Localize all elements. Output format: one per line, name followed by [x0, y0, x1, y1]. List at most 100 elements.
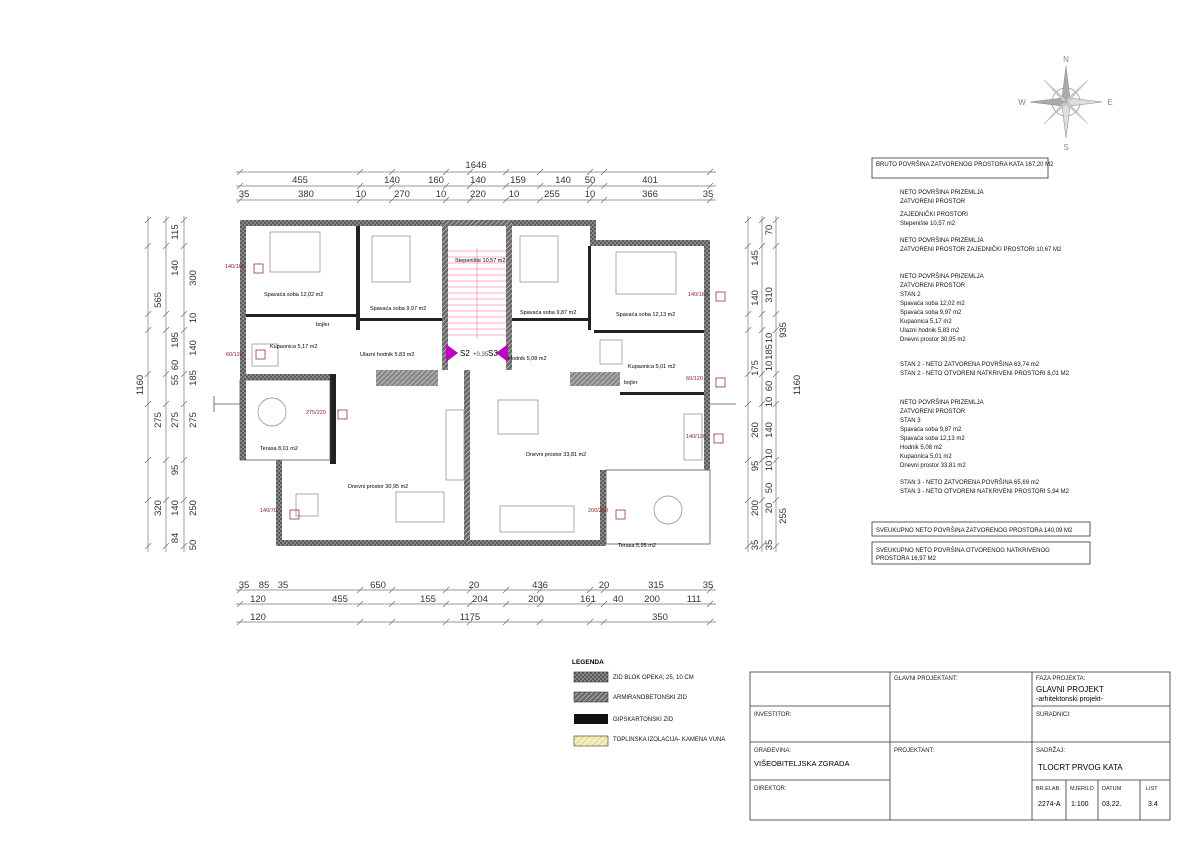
dim-left: 320 [153, 500, 164, 516]
furniture [251, 231, 703, 533]
boiler-label: bojler [316, 322, 330, 328]
dim-bottom: 204 [472, 594, 488, 605]
compass-s-label: S [1063, 143, 1068, 152]
info-line: ZAJEDNIČKI PROSTORI [900, 211, 968, 218]
dimension-tick [236, 600, 244, 608]
dimension-tick [144, 326, 152, 334]
dimension-tick [144, 496, 152, 504]
info-line: ZATVORENI PROSTOR [900, 199, 966, 205]
dimension-tick [586, 586, 594, 594]
dimension-tick [442, 196, 450, 204]
bed [371, 235, 411, 283]
bottom-dimensions: 35 85 35 650 20 436 20 315 35 120 455 15… [239, 580, 714, 623]
title-block-text: GLAVNI PROJEKTANT: FAZA PROJEKTA: GLAVNI… [754, 676, 1158, 808]
bed [519, 235, 559, 283]
dimension-tick [536, 618, 544, 626]
dimension-tick [162, 456, 170, 464]
dimension-tick [236, 182, 244, 190]
dimension-tick [388, 586, 396, 594]
dim-bottom: 120 [250, 612, 266, 623]
dim-bottom: 35 [239, 580, 250, 591]
top-dimensions: 1646 455 140 160 140 159 140 50 401 35 3… [239, 160, 714, 200]
dimension-tick [706, 600, 714, 608]
area-info-panel: BRUTO POVRŠINA ZATVORENOG PROSTORA KATA … [871, 157, 1091, 565]
dim-left: 60 [170, 360, 181, 371]
dimension-tick [586, 182, 594, 190]
projektant-label: PROJEKTANT: [894, 748, 935, 754]
dim-right: 95 [750, 461, 761, 472]
dimension-tick [144, 456, 152, 464]
dimension-tick [180, 542, 188, 550]
info-line: STAN 3 - NETO OTVORENI NATKRIVENI PROSTO… [900, 489, 1070, 495]
dim-top: 401 [642, 175, 658, 186]
dimension-tick [162, 326, 170, 334]
dim-top-total: 1646 [465, 160, 486, 171]
total-open-area: SVEUKUPNO NETO POVRŠINA OTVORENOG NATKRI… [876, 547, 1050, 554]
dimension-tick [180, 310, 188, 318]
dimension-tick [772, 400, 780, 408]
dimension-tick [180, 496, 188, 504]
legend-swatch-brick [573, 671, 609, 683]
room-label: Dnevni prostor 30,95 m2 [348, 484, 408, 490]
dimension-tick [388, 182, 396, 190]
bed [269, 231, 321, 273]
dimension-tick [388, 196, 396, 204]
dimension-tick [180, 370, 188, 378]
dim-right: 35 [750, 540, 761, 551]
dimension-tick [162, 496, 170, 504]
dim-bottom: 120 [250, 594, 266, 605]
dim-top: 159 [510, 175, 526, 186]
dim-top: 10 [356, 189, 367, 200]
dimension-tick [706, 618, 714, 626]
info-line: Spavaća soba 12,02 m2 [900, 301, 965, 307]
dim-right: 35 [764, 540, 775, 551]
dim-right: 175 [750, 360, 761, 376]
dimension-tick [502, 196, 510, 204]
dimension-tick [442, 586, 450, 594]
room-label: Kupaonica 5,17 m2 [270, 344, 317, 350]
room-label: Stepenište 10,57 m2 [455, 258, 505, 264]
room-label: Spavaća soba 9,87 m2 [520, 310, 576, 316]
dimension-tick [586, 618, 594, 626]
dim-right: 10 [764, 333, 775, 344]
dim-left: 250 [188, 500, 199, 516]
dimension-tick [706, 168, 714, 176]
dim-right: 20 [764, 503, 775, 514]
dim-bottom: 200 [644, 594, 660, 605]
dim-top: 140 [555, 175, 571, 186]
room-label: Hodnik 5,08 m2 [508, 356, 547, 362]
washbasin [295, 493, 319, 517]
dim-right: 260 [750, 422, 761, 438]
dimension-tick [502, 182, 510, 190]
br-elab-value: 2274-A [1038, 801, 1061, 808]
dim-right: 185 [764, 344, 775, 360]
dim-bottom: 455 [332, 594, 348, 605]
dimension-tick [586, 600, 594, 608]
dim-bottom: 111 [687, 594, 701, 605]
dimension-tick [536, 182, 544, 190]
dimension-tick [162, 542, 170, 550]
dim-top: 366 [642, 189, 658, 200]
info-line: Ulazni hodnik 5,83 m2 [900, 328, 960, 334]
bed [615, 251, 677, 295]
dimension-tick [466, 168, 474, 176]
info-line: STAN 2 - NETO ZATVORENA POVRŠINA 63,74 m… [900, 361, 1040, 368]
dimension-tick [600, 182, 608, 190]
room-labels: Spavaća soba 12,02 m2 Spavaća soba 9,97 … [260, 258, 675, 549]
bathtub [599, 339, 623, 365]
dimension-tick [772, 542, 780, 550]
dim-right: 1160 [792, 375, 803, 395]
opening-label: 140/120 [686, 434, 706, 440]
info-line: STAN 2 [900, 292, 921, 298]
info-line: Kupaonica 5,17 m2 [900, 319, 952, 325]
info-line: STAN 2 - NETO OTVORENI NATKRIVENI PROSTO… [900, 371, 1070, 377]
dimension-tick [180, 242, 188, 250]
opening-label: 275/220 [306, 410, 326, 416]
dim-left: 300 [188, 270, 199, 286]
dimension-tick [502, 600, 510, 608]
dimension-tick [758, 542, 766, 550]
dim-left: 140 [170, 500, 181, 516]
dining-table [395, 491, 445, 523]
legend-label: ZID BLOK OPEKA; 25, 10 CM [613, 675, 694, 681]
